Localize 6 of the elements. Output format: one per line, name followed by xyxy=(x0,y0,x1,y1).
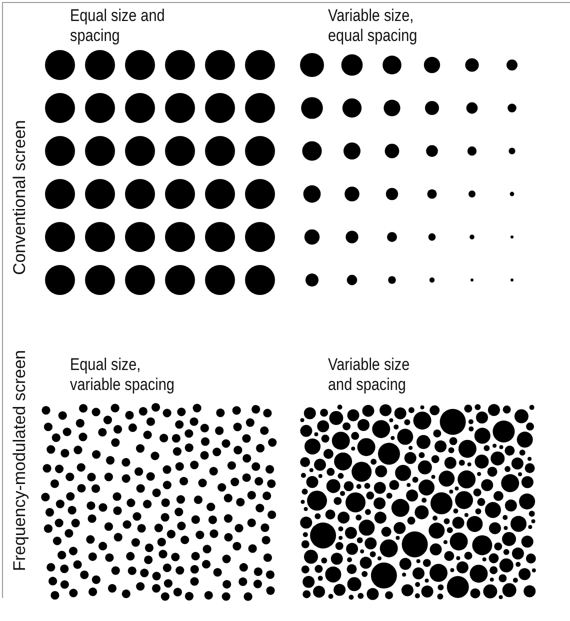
panel-heading: Equal size and spacing xyxy=(70,6,166,46)
panel-heading: Equal size, variable spacing xyxy=(70,355,176,395)
row-label: Frequency-modulated screen xyxy=(10,350,30,572)
row-label: Conventional screen xyxy=(10,120,30,275)
panel-heading: Variable size, equal spacing xyxy=(328,6,418,46)
panel-heading: Variable size and spacing xyxy=(328,355,411,395)
